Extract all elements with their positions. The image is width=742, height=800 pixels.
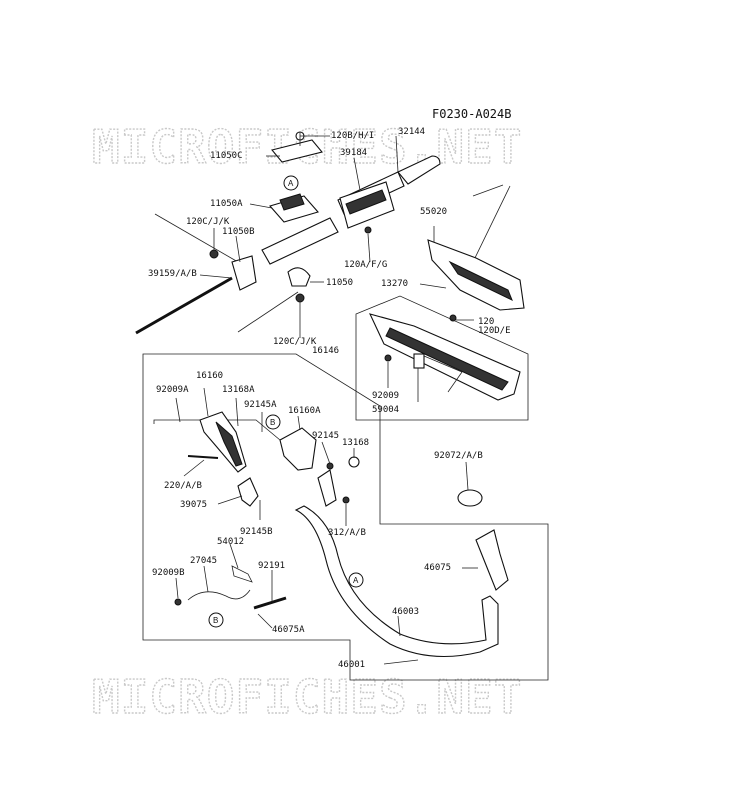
label-32144: 32144	[398, 127, 425, 137]
label-312-a-b: 312/A/B	[328, 528, 366, 538]
label-16160: 16160	[196, 371, 223, 381]
housing-11050b	[231, 255, 257, 291]
label-46075: 46075	[424, 563, 451, 573]
lower-assembly	[142, 353, 549, 681]
tube-46003	[294, 505, 499, 658]
rod-39159	[135, 276, 233, 335]
label-92072-a-b: 92072/A/B	[434, 451, 483, 461]
shaft-tube-left	[261, 217, 339, 265]
label-16146: 16146	[312, 346, 339, 356]
label-46001: 46001	[338, 660, 365, 670]
label-59004: 59004	[372, 405, 399, 415]
upper-assembly	[135, 131, 529, 421]
label-92009: 92009	[372, 391, 399, 401]
label-13168a: 13168A	[222, 385, 255, 395]
callout-b-upper: B	[265, 414, 281, 430]
callout-a-lower: A	[348, 572, 364, 588]
label-39184: 39184	[340, 148, 367, 158]
diagram-code: F0230-A024B	[432, 107, 511, 121]
label-92009b: 92009B	[152, 568, 185, 578]
callout-a-upper: A	[283, 175, 299, 191]
svg-text:A: A	[288, 179, 294, 188]
watermark-bottom: MICROFICHES.NET	[92, 670, 522, 724]
shaft-tube-right	[397, 155, 441, 185]
label-120a-f-g: 120A/F/G	[344, 260, 387, 270]
label-120b-h-i: 120B/H/I	[331, 131, 374, 141]
label-92191: 92191	[258, 561, 285, 571]
label-120c-j-k-bottom: 120C/J/K	[273, 337, 317, 347]
label-92145b: 92145B	[240, 527, 273, 537]
label-120d-e: 120D/E	[478, 326, 511, 336]
label-39159-a-b: 39159/A/B	[148, 269, 197, 279]
label-92145a: 92145A	[244, 400, 277, 410]
leader-lines	[175, 135, 478, 665]
label-13270: 13270	[381, 279, 408, 289]
label-16160a: 16160A	[288, 406, 321, 416]
label-92145: 92145	[312, 431, 339, 441]
callout-b-lower: B	[208, 612, 224, 628]
label-92009a: 92009A	[156, 385, 189, 395]
label-11050a: 11050A	[210, 199, 243, 209]
grip-16160a	[279, 427, 317, 471]
label-46003: 46003	[392, 607, 419, 617]
ring-92072	[457, 489, 483, 507]
svg-text:B: B	[270, 418, 275, 427]
label-11050b: 11050B	[222, 227, 255, 237]
label-27045: 27045	[190, 556, 217, 566]
label-54012: 54012	[217, 537, 244, 547]
label-39075: 39075	[180, 500, 207, 510]
svg-text:B: B	[213, 616, 218, 625]
label-46075a: 46075A	[272, 625, 305, 635]
label-55020: 55020	[420, 207, 447, 217]
handle-46075	[475, 529, 509, 591]
trigger-39075	[237, 477, 259, 507]
label-11050c: 11050C	[210, 151, 243, 161]
plate-59004	[413, 353, 425, 369]
svg-text:A: A	[353, 576, 359, 585]
label-13168: 13168	[342, 438, 369, 448]
label-11050: 11050	[326, 278, 353, 288]
label-120c-j-k-top: 120C/J/K	[186, 217, 230, 227]
clamp-11050c	[271, 139, 323, 163]
label-120: 120	[478, 317, 494, 327]
part-labels: 120B/H/I 32144 11050C 39184 11050A 120C/…	[148, 127, 511, 670]
clip-11050	[287, 267, 311, 287]
label-220-a-b: 220/A/B	[164, 481, 202, 491]
